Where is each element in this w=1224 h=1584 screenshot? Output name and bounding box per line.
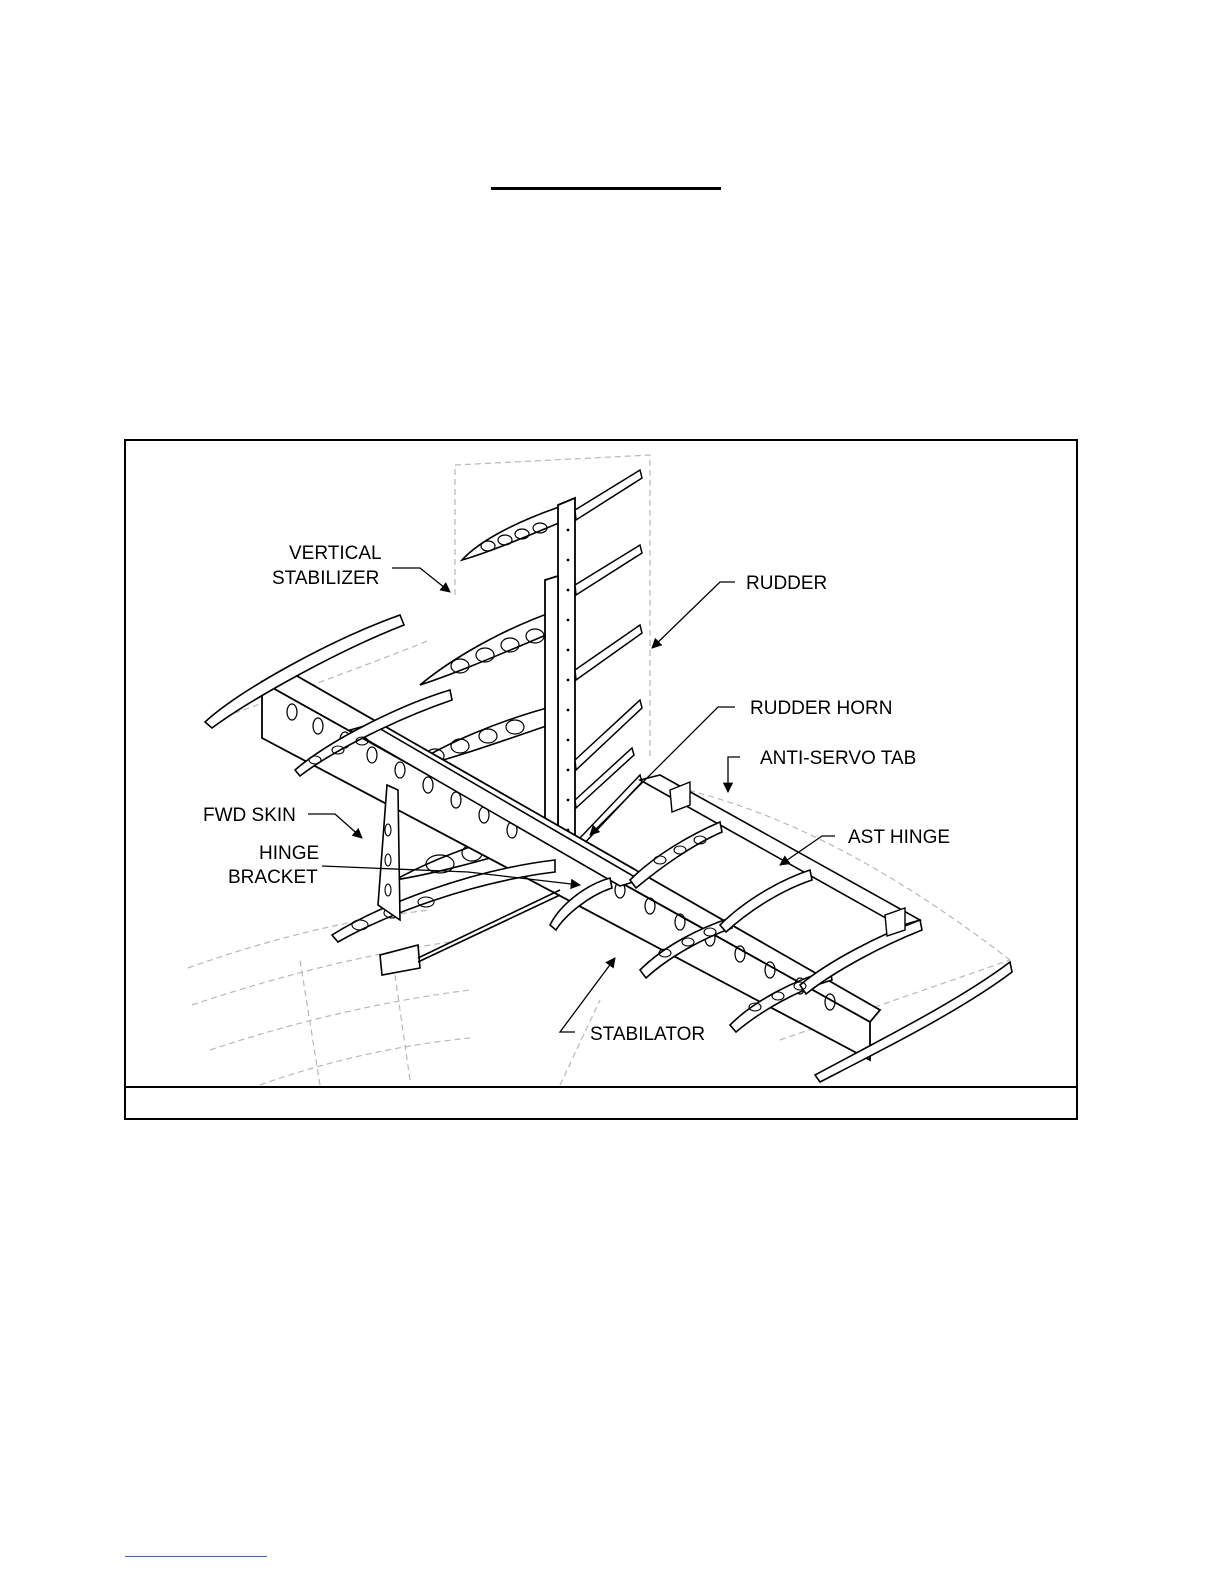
vstab-leader bbox=[392, 568, 450, 592]
label-hinge-bracket-1: HINGE bbox=[259, 843, 319, 864]
label-rudder: RUDDER bbox=[746, 573, 827, 594]
vstab-rib-2 bbox=[420, 610, 558, 685]
stabilator-leader bbox=[560, 958, 615, 1032]
label-fwd-skin: FWD SKIN bbox=[203, 805, 296, 826]
label-hinge-bracket-2: BRACKET bbox=[228, 867, 318, 888]
anti-servo-tab-leader bbox=[728, 757, 740, 792]
label-vertical-stabilizer-2: STABILIZER bbox=[272, 568, 379, 589]
rudder-leader bbox=[652, 582, 735, 648]
vstab-rib-top bbox=[462, 505, 566, 560]
rudder-ribs bbox=[575, 470, 642, 848]
footer-link-underline[interactable] bbox=[125, 1556, 267, 1557]
label-anti-servo-tab: ANTI-SERVO TAB bbox=[760, 748, 916, 769]
fwd-skin-panel bbox=[378, 785, 400, 920]
label-stabilator: STABILATOR bbox=[590, 1024, 705, 1045]
label-vertical-stabilizer-1: VERTICAL bbox=[289, 543, 382, 564]
fwd-skin-leader bbox=[308, 814, 362, 838]
label-ast-hinge: AST HINGE bbox=[848, 827, 950, 848]
label-rudder-horn: RUDDER HORN bbox=[750, 698, 893, 719]
